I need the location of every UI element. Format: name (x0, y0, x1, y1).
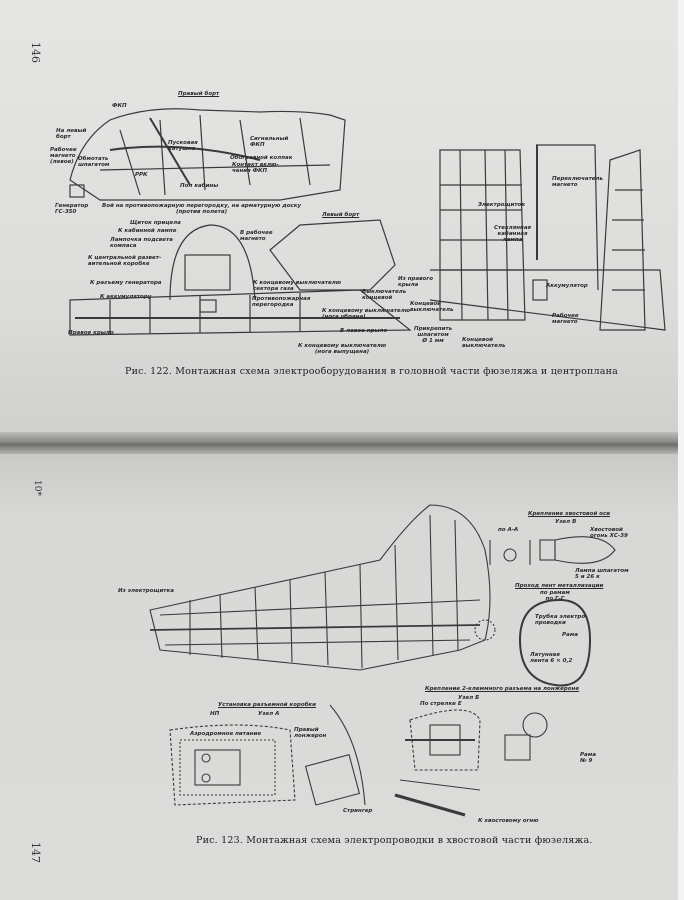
label-sight-panel: Щиток прицела (130, 220, 181, 226)
label-throttle-switch: К концевому выключателю сектора газа (253, 280, 342, 292)
label-right-wing: Правое крыло (68, 330, 114, 336)
label-conduit: Трубка электро- проводки (535, 614, 588, 626)
label-junction-box-install: Установка разъемной коробки (218, 702, 317, 708)
label-arrow-e: По стрелке Е (420, 701, 462, 707)
label-connector-mount: Крепление 2-клеммного разъема на лонжеро… (425, 686, 580, 692)
label-right-side: Правый борт (178, 91, 220, 97)
label-glass-cabin-lamp: Стеклянная кабинная лампа (494, 225, 532, 243)
label-gear-down-switch: К концевому выключателю (нога выпущена) (298, 343, 387, 355)
label-right-longeron: Правый лонжерон (294, 727, 327, 739)
label-compass-lamp: Лампочка подсвета компаса (110, 237, 173, 249)
label-cabin-floor: Пол кабины (180, 183, 219, 189)
label-working-magneto: Рабочее магнето (552, 313, 579, 325)
label-attach-twine: Прикрепить шпагатом Ø 1 мм (414, 326, 453, 344)
label-generator-connector: К разъему генератора (90, 280, 162, 286)
label-limit-switch-3: Концевой выключатель (462, 337, 506, 349)
tail-light-detail-sketch (489, 536, 616, 687)
bottom-page (0, 452, 684, 900)
label-fkp-contact: Контакт вклю- чения ФКП (232, 162, 279, 174)
label-magneto-switch: Переключатель магнето (552, 176, 604, 188)
label-left-wing: В левое крыло (340, 328, 388, 334)
label-frame-9: Рама № 9 (580, 752, 596, 764)
label-node-a: Узел А (258, 711, 280, 717)
label-limit-switch-2: Концевой выключатель (410, 301, 454, 313)
label-brass-strip: Латунная лента 6 × 0,2 (530, 652, 573, 664)
label-lamp-twine: Лампа шпагатом 5 и 26 к (575, 568, 629, 580)
label-node-b: Узел Б (458, 695, 480, 701)
label-central-box: К центральной развет- вительной коробке (88, 255, 162, 267)
label-by-frames: по рамам по Г-Г (540, 590, 570, 602)
label-wrap-twine: Обмотать шпагатом (78, 156, 110, 168)
connector-detail-sketch (394, 709, 548, 817)
label-to-tail-light: К хвостовому огню (478, 818, 539, 824)
label-left-side: Левый борт (322, 212, 360, 218)
label-node-v: Узел В (555, 519, 577, 525)
label-magneto-left: Рабочее магнето (левое) (50, 147, 77, 165)
page-edge (678, 0, 684, 900)
label-fkp: ФКП (112, 103, 127, 109)
label-ground-power: Аэродромное питание (190, 731, 262, 737)
label-signal-fkp: Сигнальный ФКП (250, 136, 289, 148)
label-to-left-side: На левый борт (56, 128, 87, 140)
figure-123-caption: Рис. 123. Монтажная схема электропроводк… (196, 835, 593, 846)
label-bonding-strips: Проход лент металлизации (515, 583, 604, 589)
label-stringer: Стрингер (343, 808, 373, 814)
label-tail-light: Хвостовой огонь ХС-39 (590, 527, 628, 539)
label-switchboard: Электрощиток (478, 202, 526, 208)
wing-frame-sketch (429, 144, 666, 331)
label-firewall-note: Вой на противопожарную перегородку, на а… (102, 203, 302, 215)
label-to-battery: К аккумулятору (100, 294, 152, 300)
label-frame: Рама (562, 632, 578, 638)
label-to-magneto: В рабочее магнето (240, 230, 273, 242)
label-battery: Аккумулятор (546, 283, 588, 289)
tail-fuselage-sketch (149, 504, 496, 671)
label-cabin-lamp: К кабинной лампе (118, 228, 177, 234)
label-rrk: РРК (135, 172, 148, 178)
junction-box-sketch (169, 704, 366, 806)
label-starting-coil: Пусковая катушка (168, 140, 198, 152)
book-gutter (0, 432, 684, 454)
figure-122-drawing (69, 108, 666, 336)
label-from-switchboard: Из электрощитка (118, 588, 174, 594)
label-from-right-wing: Из правого крыла (398, 276, 434, 288)
label-np: НП (210, 711, 220, 717)
label-tail-axle-mount: Крепление хвостовой оси (528, 511, 610, 517)
label-heating-cap: Обогревной колпак (230, 155, 293, 161)
label-gear-up-switch: К концевому выключателю (нога убрана) (322, 308, 411, 320)
label-firewall: Противопожарная перегородка (252, 296, 311, 308)
fuselage-nose-sketch (69, 108, 346, 201)
top-page (0, 0, 684, 438)
label-section-aa: по А-А (498, 527, 519, 533)
label-generator: Генератор ГС-350 (55, 203, 89, 215)
figure-122-caption: Рис. 122. Монтажная схема электрооборудо… (125, 366, 619, 377)
center-section-sketch (69, 219, 412, 336)
label-limit-switch-1: Выключатель концевой (362, 289, 407, 301)
